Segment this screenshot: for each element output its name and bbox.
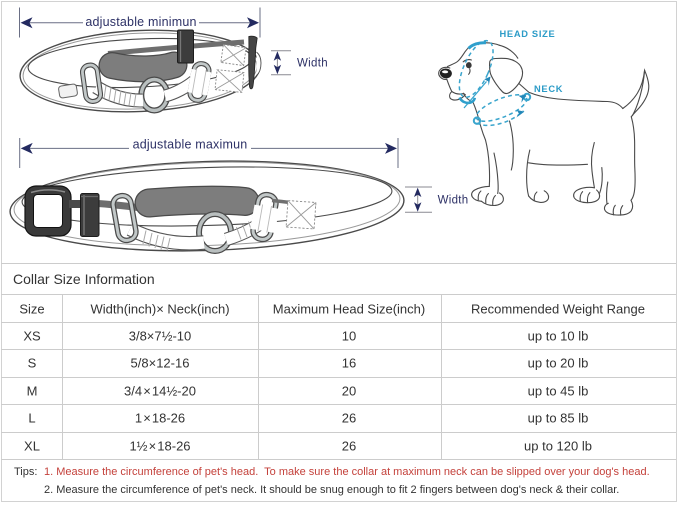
svg-text:NECK: NECK — [534, 84, 563, 94]
svg-text:adjustable minimun: adjustable minimun — [85, 15, 196, 29]
svg-text:Width: Width — [438, 194, 469, 206]
svg-text:adjustable maximun: adjustable maximun — [133, 137, 248, 151]
svg-text:HEAD SIZE: HEAD SIZE — [500, 29, 556, 39]
svg-text:Width: Width — [297, 58, 328, 70]
